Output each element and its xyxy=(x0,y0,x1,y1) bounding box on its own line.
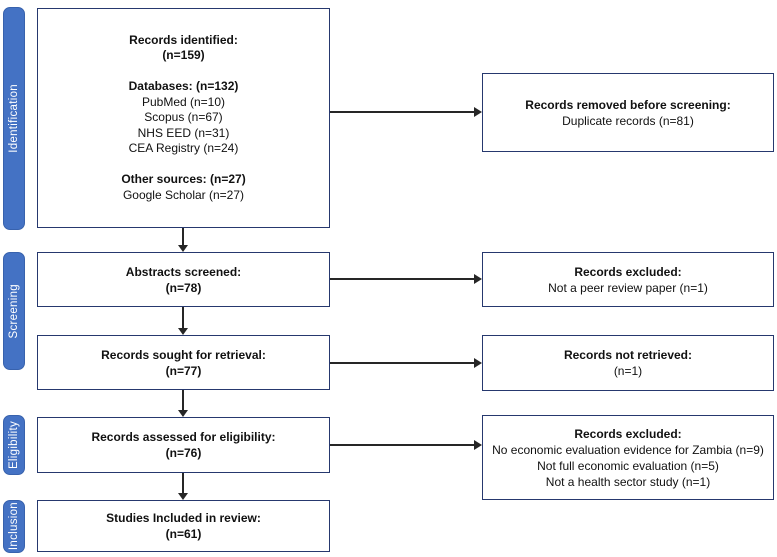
arrow-identified-to-abstracts xyxy=(178,228,188,252)
flow-box-line: (n=159) xyxy=(162,48,205,63)
flow-box-line: (n=78) xyxy=(165,280,202,295)
flow-box-records-excluded-screening: Records excluded:Not a peer review paper… xyxy=(482,252,774,307)
flow-box-line: (n=77) xyxy=(165,363,202,378)
flow-box-line: CEA Registry (n=24) xyxy=(128,141,239,156)
arrow-identified-to-removed xyxy=(330,107,482,117)
stage-bar-identification: Identification xyxy=(3,7,25,230)
flow-box-records-excluded-eligibility: Records excluded:No economic evaluation … xyxy=(482,415,774,500)
flow-box-line: Not a health sector study (n=1) xyxy=(545,474,711,489)
flow-box-studies-included: Studies Included in review: (n=61) xyxy=(37,500,330,552)
stage-label-inclusion: Inclusion xyxy=(8,502,20,551)
arrow-eligibility-to-excluded xyxy=(330,440,482,450)
stage-label-screening: Screening xyxy=(8,283,20,339)
arrow-abstracts-to-retrieval xyxy=(178,307,188,335)
arrow-retrieval-to-eligibility xyxy=(178,390,188,417)
flow-box-line: Duplicate records (n=81) xyxy=(562,113,694,128)
stage-label-eligibility: Eligibility xyxy=(8,420,20,470)
stage-bar-inclusion: Inclusion xyxy=(3,500,25,553)
flow-box-line: Not a peer review paper (n=1) xyxy=(548,280,708,295)
flow-box-line: Records excluded: xyxy=(574,426,682,441)
stage-bar-eligibility: Eligibility xyxy=(3,415,25,475)
flow-box-records-assessed-for-eligibility: Records assessed for eligibility: (n=76) xyxy=(37,417,330,473)
arrow-eligibility-to-included xyxy=(178,473,188,500)
flow-box-line: NHS EED (n=31) xyxy=(137,125,230,140)
flow-box-line: Google Scholar (n=27) xyxy=(122,187,245,202)
stage-bar-screening: Screening xyxy=(3,252,25,370)
flow-box-line: Scopus (n=67) xyxy=(144,110,223,125)
flow-box-line: Not full economic evaluation (n=5) xyxy=(537,458,719,473)
flow-box-line: Studies Included in review: xyxy=(106,511,261,525)
flow-box-line: (n=1) xyxy=(613,364,643,378)
flow-box-line: Databases: (n=132) xyxy=(128,79,239,94)
flow-box-line: Other sources: (n=27) xyxy=(121,172,246,187)
flow-box-line: PubMed (n=10) xyxy=(141,94,226,109)
flow-box-abstracts-screened: Abstracts screened:(n=78) xyxy=(37,252,330,307)
flow-box-line: Records removed before screening: xyxy=(525,97,731,112)
flow-box-records-not-retrieved: Records not retrieved: (n=1) xyxy=(482,335,774,391)
stage-label-identification: Identification xyxy=(8,84,20,153)
flow-box-line: Records assessed for eligibility: xyxy=(91,430,276,444)
flow-box-line xyxy=(182,157,185,173)
flow-box-line: Abstracts screened: xyxy=(125,264,242,279)
flow-box-line: Records not retrieved: xyxy=(563,348,693,362)
flow-box-line: (n=76) xyxy=(165,446,202,460)
flow-box-line: (n=61) xyxy=(165,527,202,541)
flow-box-line: Records identified: xyxy=(129,32,238,47)
flow-box-line: No economic evaluation evidence for Zamb… xyxy=(492,442,764,457)
flow-box-line xyxy=(182,64,185,80)
flow-box-line: Records sought for retrieval: xyxy=(101,347,266,362)
arrow-abstracts-to-excluded xyxy=(330,274,482,284)
arrow-retrieval-to-not-retrieved xyxy=(330,358,482,368)
flow-box-records-identified: Records identified:(n=159) Databases: (n… xyxy=(37,8,330,228)
flow-box-records-removed-before-screening: Records removed before screening:Duplica… xyxy=(482,73,774,152)
flow-box-line: Records excluded: xyxy=(574,264,682,279)
flow-box-records-sought-for-retrieval: Records sought for retrieval:(n=77) xyxy=(37,335,330,390)
